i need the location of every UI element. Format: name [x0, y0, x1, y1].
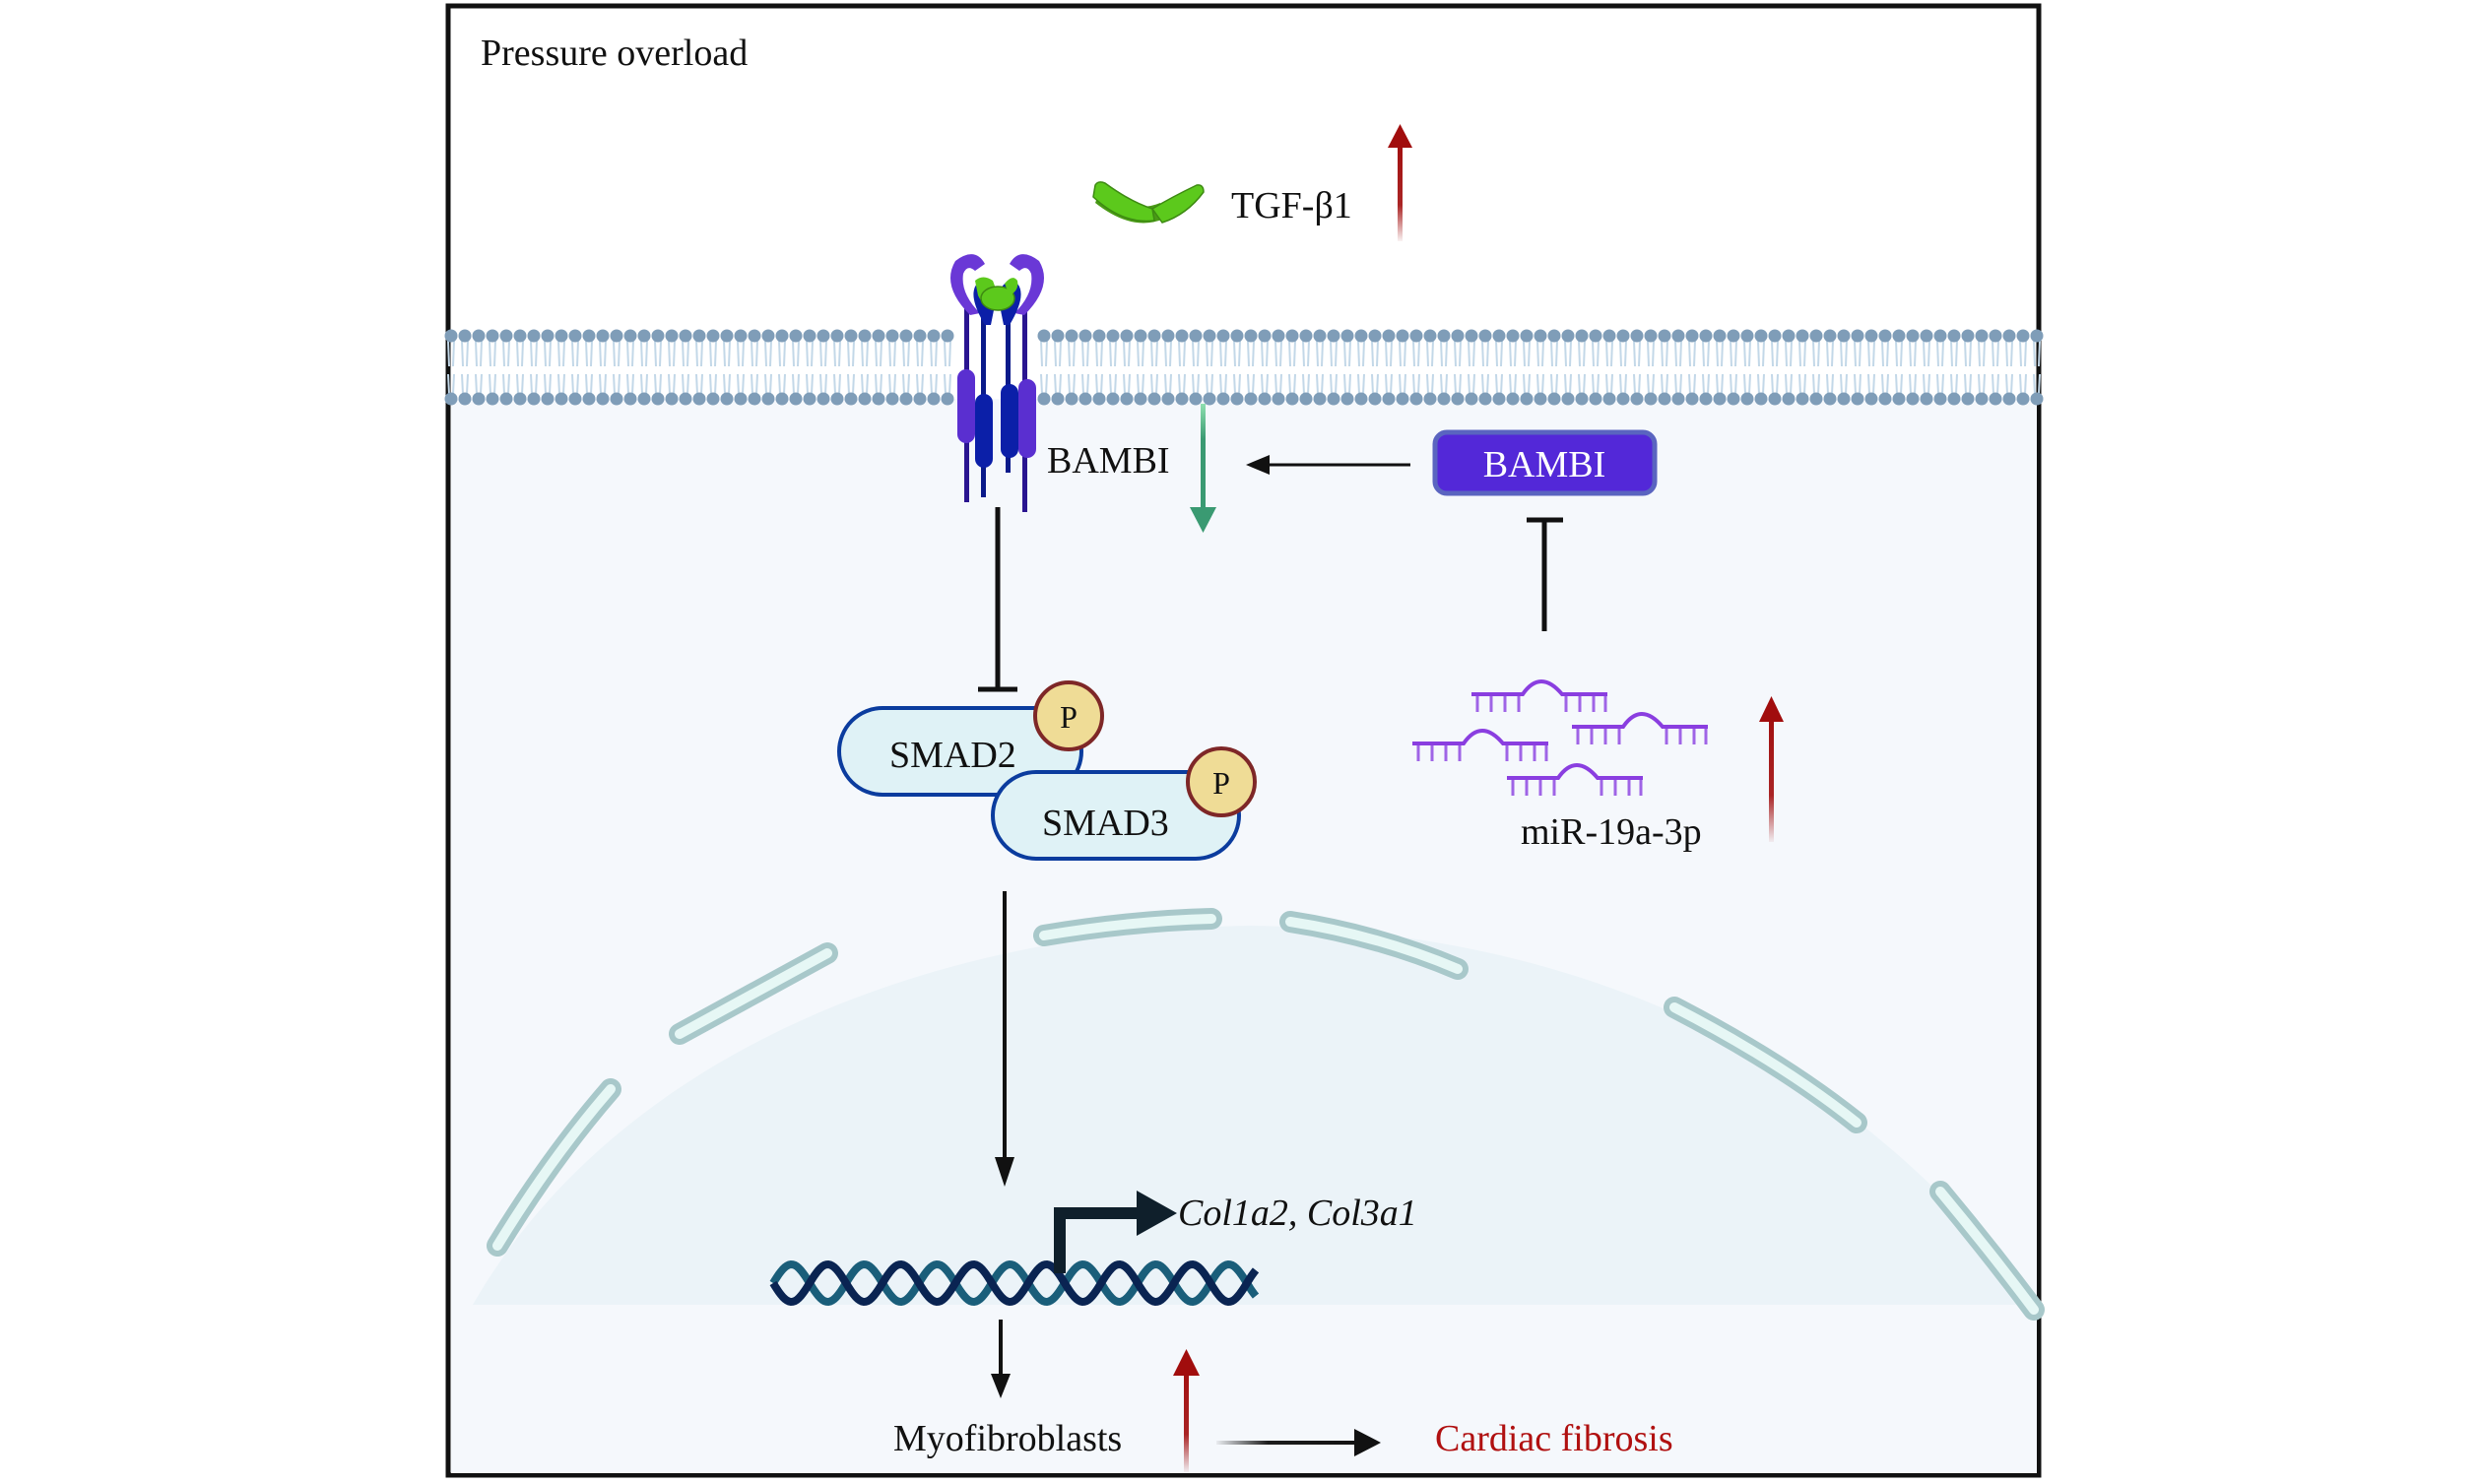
cell-membrane-lipid-bilayer: [444, 329, 2044, 406]
inhibition-mirna-to-bambi: [1527, 517, 1563, 631]
receptor-bambi-label: BAMBI: [1047, 440, 1170, 482]
smad2-label: SMAD2: [889, 735, 1016, 776]
svg-text:P: P: [1060, 699, 1078, 735]
smad3-label: SMAD3: [1042, 803, 1169, 844]
myofibroblasts-label: Myofibroblasts: [893, 1418, 1122, 1459]
smad3-phospho-icon: P: [1186, 746, 1257, 817]
tgf-beta1-dimer-icon: [1092, 181, 1205, 224]
smad-complex: SMAD2 P SMAD3 P: [837, 680, 1257, 861]
lipid-tails: [447, 340, 2041, 395]
mirna-strand: [1471, 679, 1607, 712]
mirna-label: miR-19a-3p: [1521, 811, 1702, 853]
inhibition-receptor-to-smad: [978, 507, 1017, 692]
smad3-protein: SMAD3 P: [991, 746, 1257, 861]
tgf-beta-receptor-complex-icon: [950, 254, 1044, 512]
nucleus-region: [473, 926, 2034, 1305]
bambi-protein-box: BAMBI: [1432, 429, 1658, 496]
dna-double-helix-icon: [769, 1259, 1260, 1307]
activation-arrow-smad-to-dna: [995, 891, 1014, 1187]
mirna-strand: [1572, 712, 1708, 744]
myofibroblasts-up-arrow-icon: [1173, 1349, 1200, 1472]
tgf-beta1-label: TGF-β1: [1231, 185, 1352, 226]
mirna-strand: [1507, 763, 1643, 796]
cardiac-fibrosis-label: Cardiac fibrosis: [1435, 1418, 1673, 1459]
activation-arrow-myofibroblasts-to-fibrosis: [1216, 1429, 1381, 1456]
activation-arrow-bambi-to-receptor: [1246, 455, 1410, 475]
context-label: Pressure overload: [481, 32, 748, 74]
mirna-up-arrow-icon: [1759, 696, 1784, 842]
activation-arrow-dna-to-myofibroblasts: [991, 1320, 1011, 1398]
bambi-down-arrow-icon: [1190, 404, 1216, 533]
nuclear-envelope: [487, 908, 2045, 1321]
mirna-strands-icon: [1412, 679, 1708, 796]
bambi-box-label: BAMBI: [1483, 444, 1606, 485]
mirna-strand: [1412, 729, 1548, 761]
dna-strand-a: [769, 1259, 1260, 1307]
lipid-heads: [444, 329, 2044, 406]
smad2-phospho-icon: P: [1033, 680, 1104, 751]
transcription-start-icon: [1054, 1191, 1177, 1273]
svg-text:P: P: [1212, 765, 1230, 801]
tgf-beta1-up-arrow-icon: [1388, 124, 1412, 241]
target-genes-label: Col1a2, Col3a1: [1178, 1193, 1417, 1234]
